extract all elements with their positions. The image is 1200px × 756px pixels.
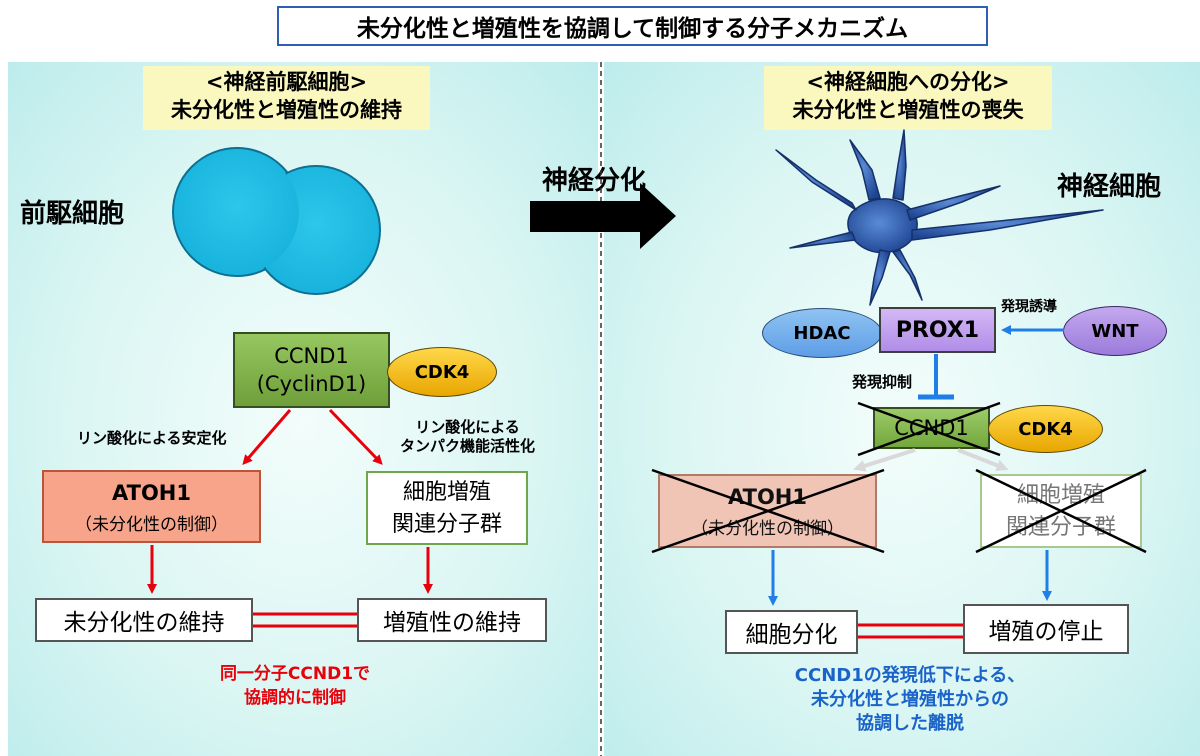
atoh1-box-right: ATOH1 （未分化性の制御） [658,474,877,548]
cdk4-oval-left: CDK4 [387,347,497,397]
maintain-prolif-box: 増殖性の維持 [357,598,547,642]
diagram-title: 未分化性と増殖性を協調して制御する分子メカニズム [277,6,988,46]
proliferation-genes-line1: 細胞増殖 [402,480,491,505]
atoh1-sub-left: （未分化性の制御） [75,515,228,535]
left-header-line2: 未分化性と増殖性の維持 [171,98,402,122]
right-note-line1: CCND1の発現低下による、 [794,665,1026,686]
cdk4-label-right: CDK4 [1018,418,1073,440]
right-note-line3: 協調した離脱 [856,713,964,734]
left-note-line2: 協調的に制御 [244,688,346,708]
suppress-label: 発現抑制 [852,373,913,391]
proliferation-genes-right-line1: 細胞増殖 [1016,483,1105,508]
wnt-label: WNT [1091,320,1139,342]
left-note-line1: 同一分子CCND1で [219,664,371,684]
atoh1-sub-right: （未分化性の制御） [691,519,844,539]
left-header: <神経前駆細胞> 未分化性と増殖性の維持 [143,66,430,130]
atoh1-label-right: ATOH1 [728,485,807,509]
right-note: CCND1の発現低下による、 未分化性と増殖性からの 協調した離脱 [745,664,1075,736]
hdac-oval: HDAC [762,308,882,358]
induce-label: 発現誘導 [1001,299,1057,315]
atoh1-box-left: ATOH1 （未分化性の制御） [42,470,261,543]
cdk4-label-left: CDK4 [414,361,470,383]
prox1-label: PROX1 [895,317,980,343]
proliferation-genes-right-line2: 関連分子群 [1005,515,1116,540]
maintain-undiff-box: 未分化性の維持 [35,598,253,642]
left-header-line1: <神経前駆細胞> [205,70,368,94]
ccnd1-box-right: CCND1 [873,407,990,449]
right-header-line2: 未分化性と増殖性の喪失 [792,98,1024,122]
proliferation-genes-line2: 関連分子群 [391,512,502,537]
atoh1-label-left: ATOH1 [112,481,191,505]
progenitor-label: 前駆細胞 [20,199,125,229]
right-header-line1: <神経細胞への分化> [806,70,1010,94]
left-panel [8,62,598,756]
proliferation-genes-box-right: 細胞増殖 関連分子群 [980,474,1142,548]
right-header: <神経細胞への分化> 未分化性と増殖性の喪失 [764,66,1052,130]
left-note: 同一分子CCND1で 協調的に制御 [190,662,400,710]
proliferation-genes-box-left: 細胞増殖 関連分子群 [366,471,528,545]
phospho-activation-line2: タンパク機能活性化 [400,437,536,455]
right-note-line2: 未分化性と増殖性からの [811,689,1009,710]
hdac-label: HDAC [793,322,851,344]
wnt-oval: WNT [1063,306,1167,356]
prox1-box: PROX1 [879,307,996,353]
phospho-activation-line1: リン酸化による [415,418,520,436]
prolif-stop-box: 増殖の停止 [963,604,1129,654]
phospho-stabilization-label: リン酸化による安定化 [77,429,227,447]
ccnd1-label-right: CCND1 [894,416,969,440]
differentiation-box: 細胞分化 [725,610,858,654]
cyclind1-label: (CyclinD1) [256,372,367,396]
phospho-activation-label: リン酸化による タンパク機能活性化 [400,418,535,456]
ccnd1-label: CCND1 [274,344,349,368]
neuron-label: 神経細胞 [1057,172,1162,202]
differentiation-arrow-label: 神経分化 [542,166,647,196]
ccnd1-box: CCND1 (CyclinD1) [233,332,390,408]
cdk4-oval-right: CDK4 [988,405,1103,453]
